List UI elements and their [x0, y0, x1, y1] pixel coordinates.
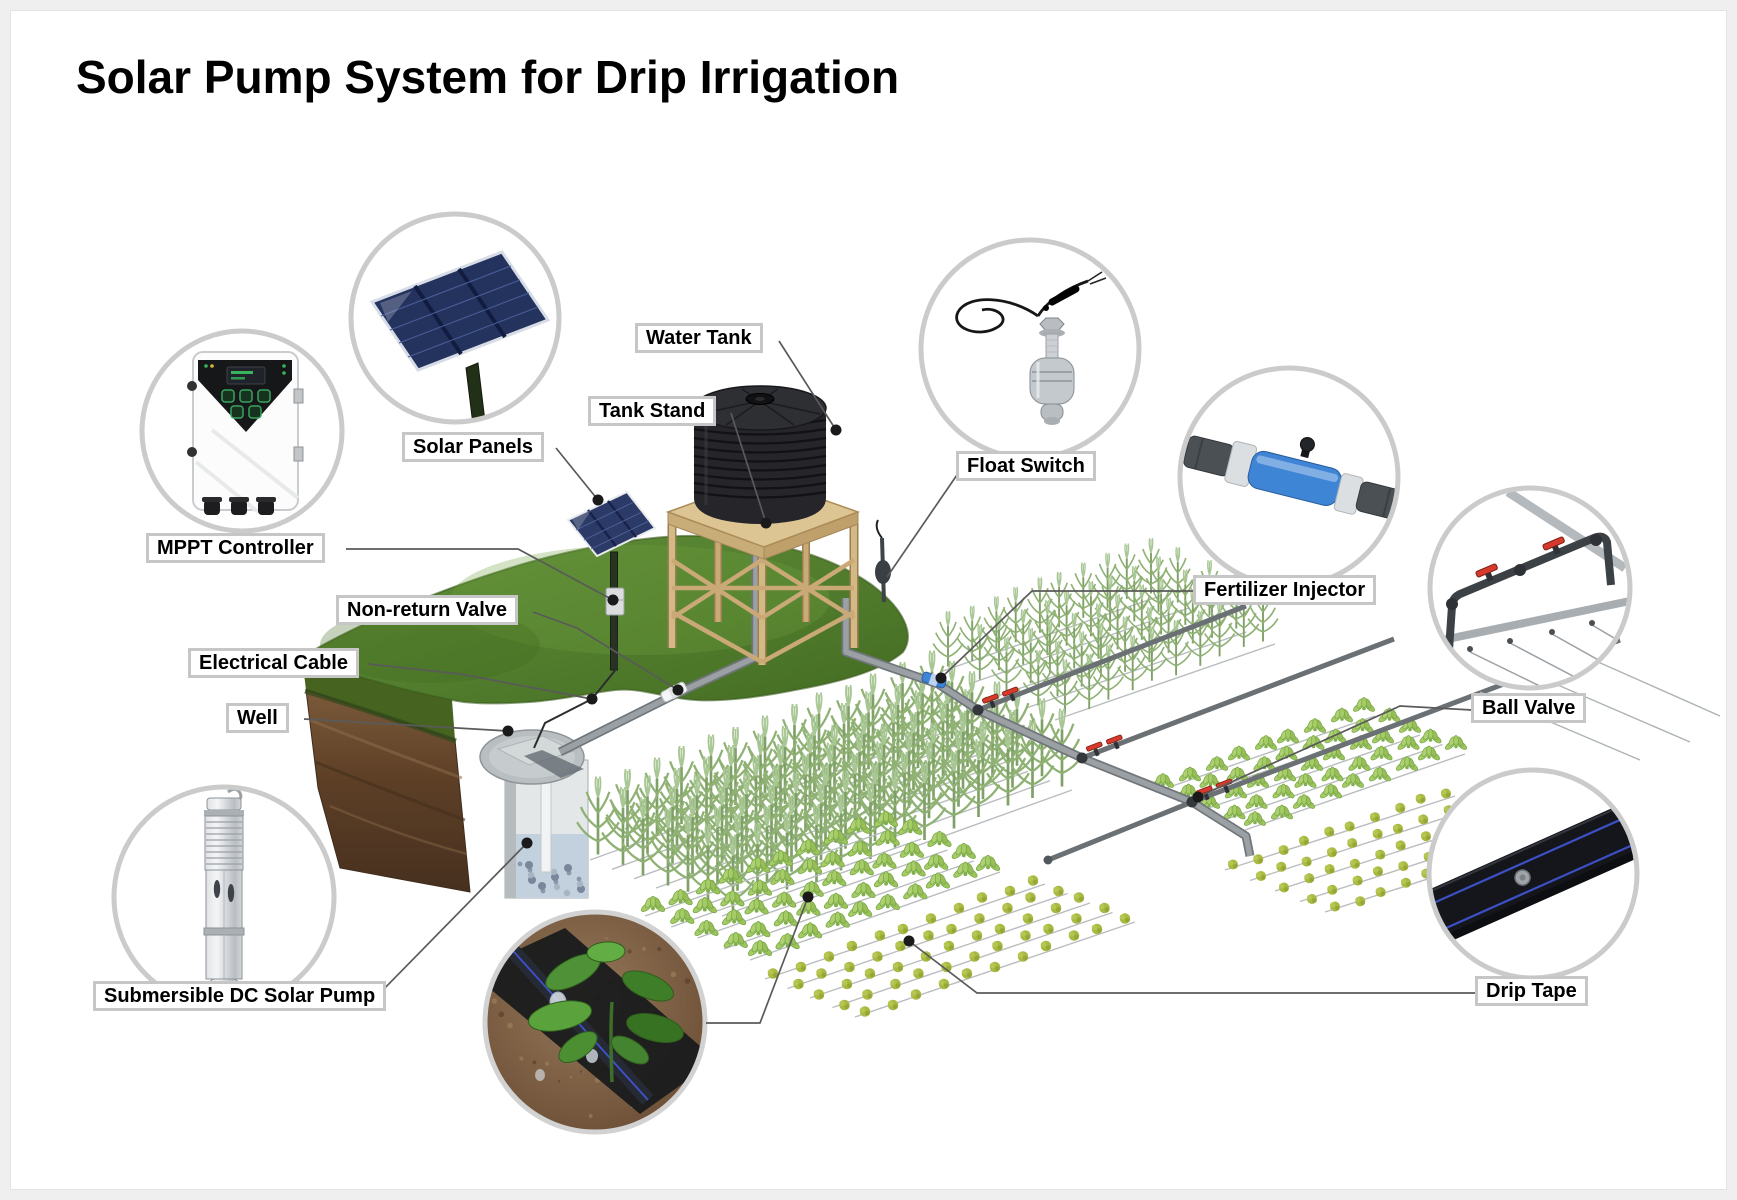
label-mppt-controller: MPPT Controller: [146, 533, 325, 563]
callout-circle-float-switch: [918, 237, 1142, 461]
label-fertilizer-injector: Fertilizer Injector: [1193, 575, 1377, 605]
soil-block: [304, 688, 471, 893]
crop-fields: [575, 537, 1556, 1018]
label-drip-tape: Drip Tape: [1475, 976, 1588, 1006]
connector-lines: [303, 340, 1476, 1024]
label-non-return-valve: Non-return Valve: [336, 595, 519, 625]
callout-circle-drip-tape: [1426, 767, 1640, 981]
water-tank: [693, 385, 891, 603]
irrigation-pipes: [557, 548, 1721, 865]
well: [479, 729, 589, 899]
scene-solar-panel: [566, 490, 657, 671]
label-submersible-pump: Submersible DC Solar Pump: [93, 981, 387, 1011]
well-gravel: [517, 861, 585, 897]
callout-circle-plant-drip: [482, 909, 708, 1135]
connector-dots: [502, 424, 1204, 947]
label-well: Well: [226, 703, 289, 733]
label-electrical-cable: Electrical Cable: [188, 648, 359, 678]
callout-circle-mppt-controller: [139, 328, 345, 534]
callout-circle-fertilizer-injector: [1177, 365, 1401, 589]
label-solar-panels: Solar Panels: [402, 432, 545, 462]
callout-circle-solar-panels: [348, 211, 562, 425]
label-float-switch: Float Switch: [956, 451, 1096, 481]
label-water-tank: Water Tank: [635, 323, 763, 353]
page-title: Solar Pump System for Drip Irrigation: [76, 51, 900, 103]
callout-circle-submersible-pump: [111, 784, 337, 1010]
label-tank-stand: Tank Stand: [588, 396, 717, 426]
label-ball-valve: Ball Valve: [1471, 693, 1587, 723]
callout-circle-ball-valve: [1427, 485, 1633, 691]
